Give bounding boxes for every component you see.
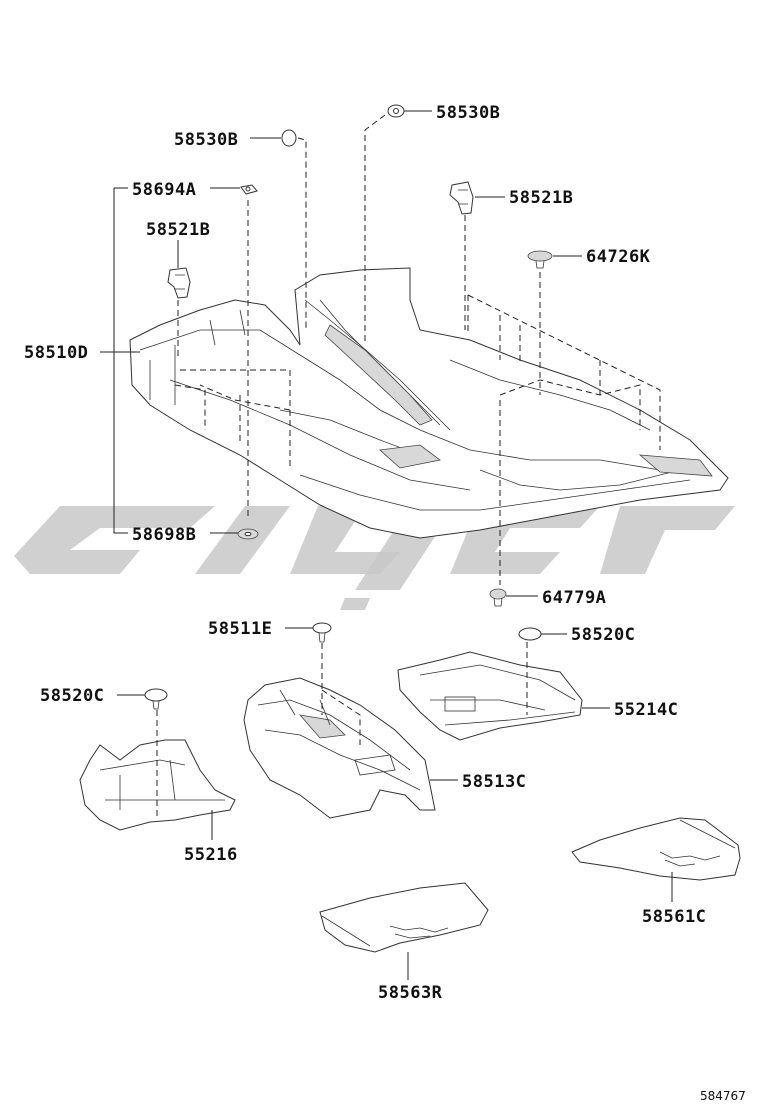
floor-mat-58563r [319,882,489,953]
label-64779a: 64779A [542,588,606,608]
clip-58530b-left [281,129,297,147]
clip-64779a [489,588,507,607]
label-58698b: 58698B [132,525,196,545]
label-58530b-top: 58530B [436,103,500,123]
label-58561c: 58561C [642,907,706,927]
hook-58521b-left [167,267,191,299]
label-58521b-right: 58521B [509,188,573,208]
label-58530b-left: 58530B [174,130,238,150]
clip-58694a [240,184,258,195]
document-number: 584767 [700,1089,746,1103]
label-58511e: 58511E [208,619,272,639]
label-58694a: 58694A [132,180,196,200]
label-58520c-right: 58520C [571,625,635,645]
clip-58520c-right [518,627,542,641]
tunnel-insulator-58513c [243,677,436,819]
hook-58521b-right [449,181,474,215]
clip-64726k [527,250,553,269]
clip-58530b-top [387,104,405,118]
floor-carpet-58510d [129,267,729,539]
label-55216: 55216 [184,845,238,865]
insulator-55214c [397,651,583,741]
leader-lines [100,110,673,980]
watermark-logo [14,506,735,610]
label-58520c-left: 58520C [40,686,104,706]
clip-58698b [237,528,259,540]
label-58513c: 58513C [462,772,526,792]
label-64726k: 64726K [586,247,651,267]
clip-58511e [312,622,332,643]
label-58563r: 58563R [378,983,443,1003]
clip-58520c-left [144,688,168,710]
part-labels: 58530B 58530B 58694A 58521B 58521B 64726… [24,103,706,1003]
assembly-dashed-lines [156,114,661,820]
label-58510d: 58510D [24,343,88,363]
label-58521b-left: 58521B [146,220,210,240]
label-55214c: 55214C [614,700,678,720]
floor-mat-58561c [571,817,741,881]
